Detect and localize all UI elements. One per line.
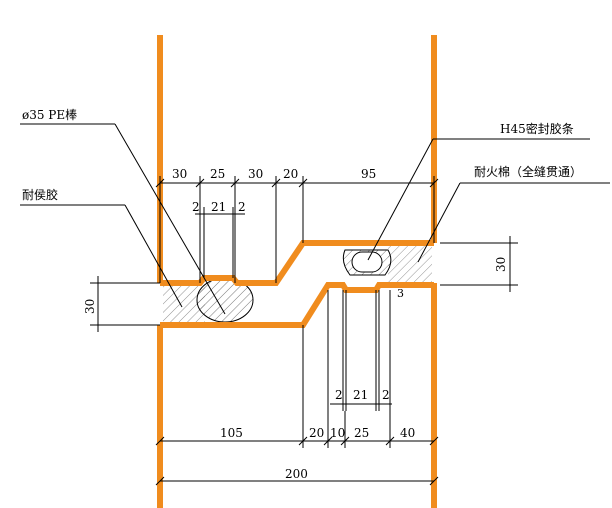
dim-top-2b: 2 [238,200,246,214]
dim-top-25: 25 [210,167,225,181]
fire-cotton-fill [388,244,432,282]
dim-top-30b: 30 [248,167,263,181]
dim-bottom-20: 20 [309,426,324,440]
dim-left-30: 30 [83,299,97,314]
dim-bottom-2b: 2 [382,388,390,402]
weather-sealant-label: 耐侯胶 [22,187,58,202]
dim-bottom-2a: 2 [335,388,343,402]
dim-top-30a: 30 [172,167,187,181]
dim-bottom-25: 25 [354,426,369,440]
dim-bottom-200: 200 [285,467,308,481]
sealing-strip-label: H45密封胶条 [500,121,574,136]
lower-profile [160,282,434,328]
dim-bottom-21: 21 [353,388,368,402]
dim-right-30: 30 [494,257,508,272]
fill-materials [163,244,432,323]
sealing-strip-core [351,251,383,273]
dim-top-21: 21 [211,200,226,214]
dim-bottom-10: 10 [330,426,345,440]
dim-top-95: 95 [361,167,376,181]
dim-bottom-40: 40 [400,426,415,440]
fire-cotton-label: 耐火棉（全缝贯通） [474,164,582,179]
dimension-lines [90,176,518,486]
pe-rod-label: ø35 PE棒 [22,108,77,122]
dim-top-2a: 2 [192,200,200,214]
dim-top-20: 20 [283,167,298,181]
leader-lines [20,123,610,315]
dim-bottom-105: 105 [220,426,243,440]
dim-small-3: 3 [397,287,404,300]
